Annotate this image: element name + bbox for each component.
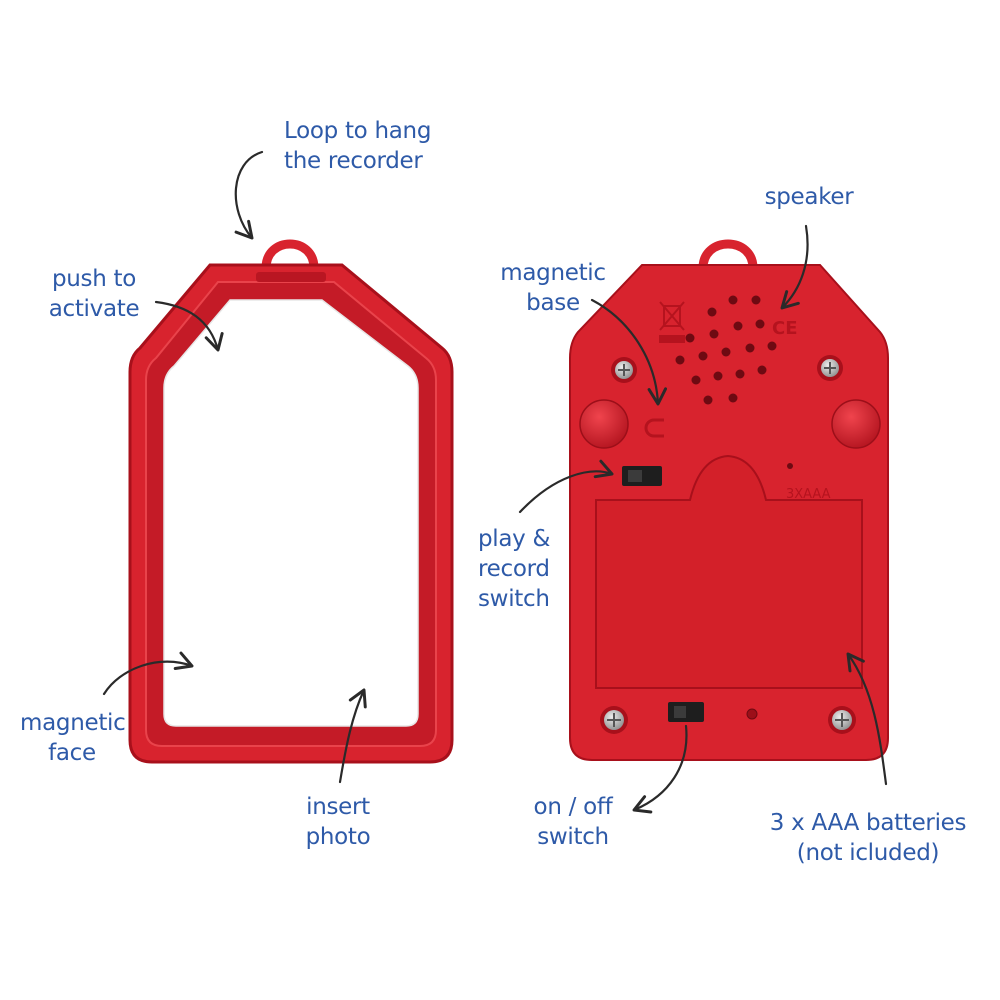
battery-door [595,454,863,689]
label-insert-photo-line-2: photo [305,824,371,850]
ce-mark: CE [772,318,798,339]
label-batteries: 3 x AAA batteries (not icluded) [758,808,978,868]
label-magnetic-face-line-2: face [48,740,96,766]
label-play-record-line-3: switch [478,586,550,612]
label-play-record-line-1: play & [478,526,551,552]
label-on-off-line-2: switch [537,824,609,850]
label-on-off-line-1: on / off [533,794,613,820]
led-indicator [746,708,758,720]
magnet-symbol-icon [644,418,664,438]
arrow-magnetic-base [590,298,668,406]
label-push-line-2: activate [48,296,140,322]
front-view [128,239,454,764]
arrow-batteries [846,652,888,786]
screw-bottom-left [600,706,628,734]
back-hanging-loop [698,239,758,269]
label-loop: Loop to hang the recorder [284,116,431,176]
screw-bottom-right [828,706,856,734]
label-insert-photo-line-1: insert [306,794,370,820]
label-speaker: speaker [756,182,862,212]
label-loop-line-2: the recorder [284,148,423,174]
label-play-record-line-2: record [478,556,550,582]
magnet-knob-left [579,399,629,449]
label-loop-line-1: Loop to hang [284,118,432,144]
arrow-loop [234,150,264,240]
label-magnetic-face: magnetic face [20,708,126,768]
recycle-bin-icon [659,301,685,343]
label-magnetic-face-line-1: magnetic [20,710,126,736]
label-batteries-line-2: (not icluded) [796,840,940,866]
arrow-on-off [632,724,688,814]
speaker-grille [675,295,777,405]
arrow-push [154,300,224,352]
magnet-knob-right [831,399,881,449]
label-insert-photo: insert photo [296,792,380,852]
label-speaker-line-1: speaker [764,184,854,210]
hanging-loop [261,239,319,269]
screw-top-left [611,357,637,383]
arrow-insert-photo [338,688,367,784]
annotation-arrows [102,150,888,814]
battery-marking: 3XAAA [786,487,831,502]
label-push-line-1: push to [51,266,137,292]
arrow-speaker [780,224,809,310]
label-push-to-activate: push to activate [46,264,142,324]
label-batteries-line-1: 3 x AAA batteries [769,810,967,836]
arrow-play-record [518,459,614,514]
label-magnetic-base-line-1: magnetic [500,260,606,286]
screw-top-right [817,355,843,381]
label-magnetic-base-line-2: base [526,290,580,316]
label-on-off-switch: on / off switch [520,792,626,852]
label-play-record-switch: play & record switch [478,524,550,614]
label-magnetic-base: magnetic base [500,258,606,318]
back-view: CE 3XAAA [569,239,889,761]
arrow-magnetic-face [102,651,194,696]
photo-area [163,299,419,727]
